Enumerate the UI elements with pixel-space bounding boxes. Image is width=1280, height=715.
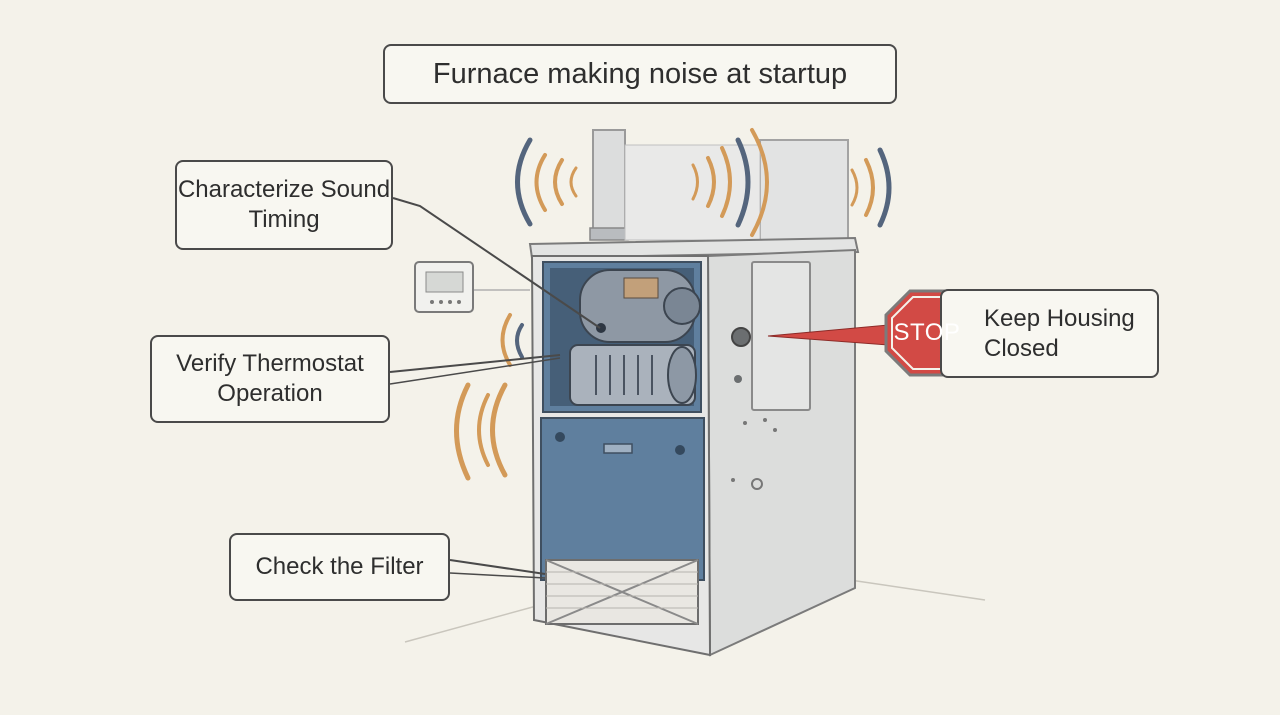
leader-lines [389, 197, 601, 579]
page-title: Furnace making noise at startup [383, 44, 897, 104]
label-filter: Check the Filter [229, 533, 450, 601]
side-knob [731, 327, 751, 347]
thermostat-device [414, 261, 530, 313]
door-handle [603, 443, 633, 454]
blower-wheel [569, 344, 697, 406]
floor-lines [404, 579, 986, 643]
side-hole [751, 478, 763, 490]
lower-door-panel [540, 417, 705, 581]
blower-motor [579, 269, 701, 343]
duct-pipes [589, 129, 849, 241]
label-thermostat: Verify Thermostat Operation [150, 335, 390, 423]
sound-waves [454, 128, 892, 481]
stop-sign-text: STOP [893, 319, 961, 346]
side-rivets [731, 418, 777, 482]
side-knob-small [734, 375, 742, 383]
filter-grille [545, 559, 699, 625]
label-sound-timing: Characterize Sound Timing [175, 160, 393, 250]
label-housing: Keep Housing Closed [940, 289, 1159, 378]
